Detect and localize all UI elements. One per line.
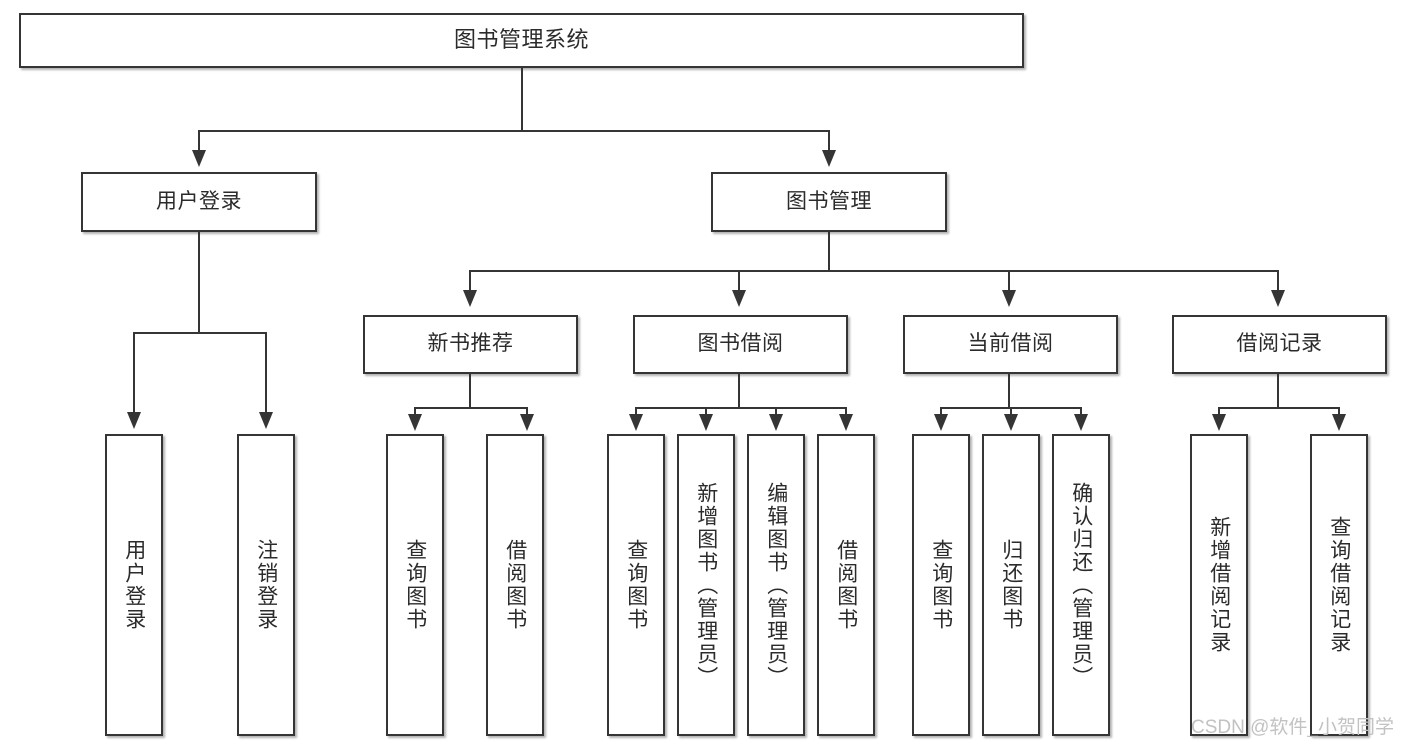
node-current-borrow[interactable]: 当前借阅 [903,315,1118,374]
arrowhead-leaf-add-record [1212,414,1226,431]
node-book-borrow[interactable]: 图书借阅 [633,315,848,374]
connector-book-manage-bus [469,270,1279,272]
node-leaf-add-record[interactable]: 新增借阅记录 [1190,434,1248,736]
connector-bb-drop-3 [775,407,777,417]
node-leaf-return-book[interactable]: 归还图书 [982,434,1040,736]
node-label: 借阅图书 [834,539,858,631]
node-leaf-confirm-return[interactable]: 确认归还（管理员） [1052,434,1110,736]
connector-nbr-drop-2 [526,407,528,417]
connector-bb-drop-4 [845,407,847,417]
node-leaf-query-book-3[interactable]: 查询图书 [912,434,970,736]
node-leaf-query-record[interactable]: 查询借阅记录 [1310,434,1368,736]
connector-bm-drop-1 [469,270,471,292]
connector-cb-stem [1008,374,1010,409]
connector-br-bus [1218,407,1339,409]
arrowhead-borrow-record [1271,290,1285,307]
connector-user-login-bus [133,332,266,334]
node-book-manage[interactable]: 图书管理 [711,172,947,232]
connector-bm-drop-3 [1008,270,1010,292]
arrowhead-leaf-query-book-1 [408,414,422,431]
connector-root-bus [198,130,830,132]
connector-root-drop-left [198,130,200,152]
arrowhead-user-login [192,150,206,167]
node-leaf-query-book-2[interactable]: 查询图书 [607,434,665,736]
node-label: 借阅记录 [1236,332,1323,356]
arrowhead-book-manage [822,150,836,167]
node-label: 图书管理 [786,189,872,213]
node-label: 查询图书 [624,539,648,631]
connector-bm-drop-2 [738,270,740,292]
node-borrow-record[interactable]: 借阅记录 [1172,315,1387,374]
arrowhead-book-borrow [732,290,746,307]
connector-book-manage-stem [828,232,830,271]
arrowhead-leaf-query-book-3 [934,414,948,431]
arrowhead-leaf-query-book-2 [629,414,643,431]
arrowhead-leaf-borrow-book-1 [520,414,534,431]
arrowhead-leaf-user-login [127,412,141,429]
node-leaf-user-login[interactable]: 用户登录 [105,434,163,736]
node-leaf-borrow-book-2[interactable]: 借阅图书 [817,434,875,736]
node-label: 查询图书 [929,539,953,631]
node-leaf-add-book[interactable]: 新增图书（管理员） [677,434,735,736]
node-label: 新增图书（管理员） [694,481,718,689]
connector-root-drop-right [828,130,830,152]
node-label: 用户登录 [156,189,242,213]
node-label: 新增借阅记录 [1207,516,1231,654]
node-label: 查询图书 [403,539,427,631]
connector-nbr-bus [414,407,527,409]
connector-bb-drop-2 [705,407,707,417]
arrowhead-new-book-rec [463,290,477,307]
connector-nbr-drop-1 [414,407,416,417]
arrowhead-current-borrow [1002,290,1016,307]
connector-br-drop-1 [1218,407,1220,417]
node-label: 图书管理系统 [453,27,589,53]
arrowhead-leaf-add-book [699,414,713,431]
arrowhead-leaf-return-book [1004,414,1018,431]
connector-root-stem [521,68,523,131]
arrowhead-leaf-borrow-book-2 [839,414,853,431]
node-leaf-borrow-book-1[interactable]: 借阅图书 [486,434,544,736]
arrowhead-leaf-query-record [1332,414,1346,431]
node-label: 确认归还（管理员） [1069,481,1093,689]
node-user-login[interactable]: 用户登录 [81,172,317,232]
node-label: 用户登录 [122,539,146,631]
connector-user-login-drop-1 [133,332,135,414]
connector-bm-drop-4 [1277,270,1279,292]
node-label: 图书借阅 [697,332,784,356]
connector-nbr-stem [469,374,471,409]
node-leaf-edit-book[interactable]: 编辑图书（管理员） [747,434,805,736]
node-new-book-rec[interactable]: 新书推荐 [363,315,578,374]
node-label: 当前借阅 [967,332,1054,356]
connector-br-stem [1277,374,1279,409]
node-label: 查询借阅记录 [1327,516,1351,654]
node-label: 注销登录 [254,539,278,631]
connector-cb-drop-3 [1080,407,1082,417]
node-label: 新书推荐 [427,332,514,356]
connector-bb-drop-1 [635,407,637,417]
node-root-system[interactable]: 图书管理系统 [19,13,1024,68]
connector-user-login-stem [198,232,200,333]
node-label: 编辑图书（管理员） [764,481,788,689]
node-leaf-logout[interactable]: 注销登录 [237,434,295,736]
arrowhead-leaf-confirm-return [1074,414,1088,431]
connector-bb-stem [738,374,740,409]
connector-br-drop-2 [1338,407,1340,417]
node-label: 借阅图书 [503,539,527,631]
connector-bb-bus [635,407,846,409]
connector-user-login-drop-2 [265,332,267,414]
arrowhead-leaf-edit-book [769,414,783,431]
arrowhead-leaf-logout [259,412,273,429]
node-leaf-query-book-1[interactable]: 查询图书 [386,434,444,736]
node-label: 归还图书 [999,539,1023,631]
connector-cb-drop-2 [1010,407,1012,417]
connector-cb-drop-1 [940,407,942,417]
